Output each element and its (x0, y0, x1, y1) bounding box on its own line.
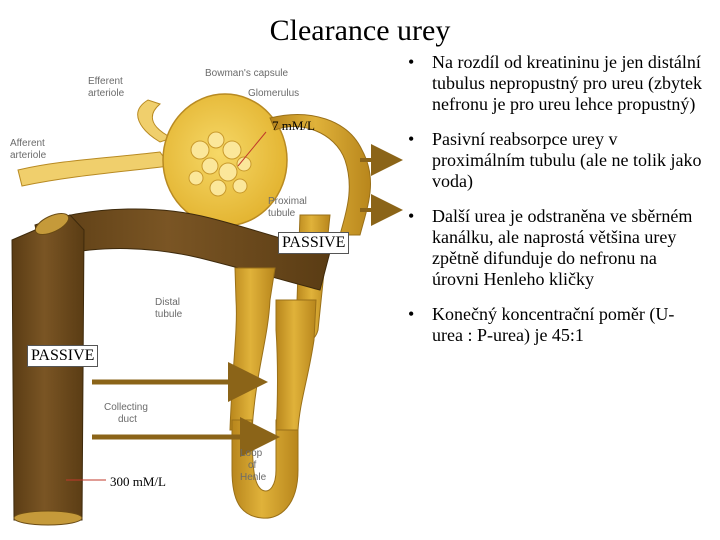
bullet-dot: • (408, 304, 415, 324)
proximal-tubule (269, 114, 372, 236)
efferent-arteriole (137, 99, 174, 143)
label-proximal-2: tubule (268, 208, 296, 219)
label-efferent-2: arteriole (88, 88, 125, 99)
label-collecting-2: duct (118, 414, 137, 425)
label-loop-2: of (248, 460, 257, 471)
leader-7mm (237, 131, 267, 167)
passive-box-duct: PASSIVE (27, 345, 99, 367)
bullet-text: Pasivní reabsorpce urey v proximálním tu… (432, 129, 702, 191)
label-loop-1: Loop (240, 448, 263, 459)
label-glomerulus: Glomerulus (248, 88, 299, 99)
label-distal-1: Distal (155, 297, 180, 308)
label-distal-2: tubule (155, 309, 183, 320)
ascending-limb (275, 299, 317, 431)
slide-title: Clearance urey (269, 14, 451, 47)
collecting-duct-top (34, 212, 70, 236)
bullet-list: • Na rozdíl od kreatininu je jen distální… (402, 52, 702, 360)
label-efferent-1: Efferent (88, 76, 123, 87)
label-collecting-1: Collecting (104, 402, 148, 413)
bullet-dot: • (408, 52, 415, 72)
collecting-duct (11, 214, 85, 521)
label-afferent-1: Afferent (10, 138, 45, 149)
structure-labels: Efferent arteriole Bowman's capsule Glom… (10, 68, 307, 483)
label-proximal-1: Proximal (268, 196, 307, 207)
passive-box-proximal: PASSIVE (278, 232, 350, 254)
duct-concentration: 300 mM/L (110, 474, 166, 489)
bullet-item: • Pasivní reabsorpce urey v proximálním t… (402, 129, 702, 192)
bullet-item: • Na rozdíl od kreatininu je jen distální… (402, 52, 702, 115)
bullet-item: • Další urea je odstraněna ve sběrném kan… (402, 206, 702, 290)
collecting-duct-end (13, 510, 83, 526)
glomerulus (188, 131, 252, 197)
bullet-item: • Konečný koncentrační poměr (U-urea : P-… (402, 304, 702, 346)
glomerulus-concentration: 7 mM/L (272, 118, 315, 133)
label-loop-3: Henle (240, 472, 267, 483)
bullet-text: Konečný koncentrační poměr (U-urea : P-u… (432, 304, 675, 345)
bullet-text: Na rozdíl od kreatininu je jen distální … (432, 52, 702, 114)
label-bowman: Bowman's capsule (205, 68, 289, 79)
bullet-dot: • (408, 129, 415, 149)
distal-tubule (229, 267, 276, 431)
bullet-dot: • (408, 206, 415, 226)
label-afferent-2: arteriole (10, 150, 47, 161)
bullet-text: Další urea je odstraněna ve sběrném kaná… (432, 206, 693, 289)
